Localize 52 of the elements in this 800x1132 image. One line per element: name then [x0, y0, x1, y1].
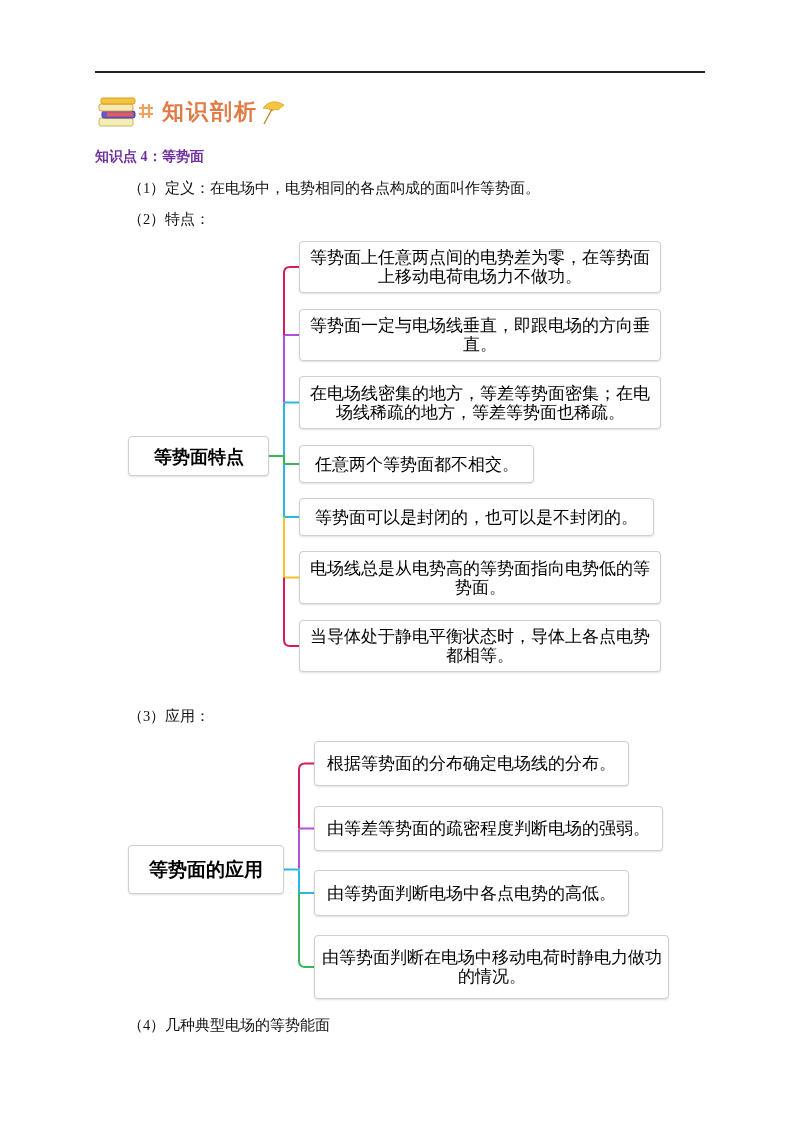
topic-text: 任意两个等势面都不相交。: [314, 454, 519, 474]
central-topic-text: 等势面的应用: [149, 860, 263, 879]
connector-line: [284, 463, 300, 465]
topic-text: 根据等势面的分布确定电场线的分布。: [327, 754, 616, 773]
connector-line: [298, 827, 300, 870]
topic-text: 在电场线密集的地方，等差等势面密集；在电场线稀疏的地方，等差等势面也稀疏。: [309, 383, 651, 422]
definition-text: （1）定义：在电场中，电势相同的各点构成的面叫作等势面。: [128, 179, 541, 197]
connector-line: [283, 868, 301, 871]
connector-line: [283, 456, 285, 465]
connector-line: [284, 576, 300, 579]
subheading-text: （4）几种典型电场的等势能面: [128, 1016, 331, 1034]
topic-box: [299, 241, 661, 293]
topic-box: [299, 376, 661, 429]
subheading-text: （3）应用：: [128, 707, 211, 725]
connector-line: [298, 892, 315, 968]
connector-line: [283, 516, 285, 579]
topic-text: 由等势面判断电场中各点电势的高低。: [327, 883, 616, 903]
section-title: 知识剖析: [162, 99, 258, 125]
connector-line: [283, 576, 300, 647]
connector-line: [283, 334, 285, 404]
connector-line: [284, 516, 300, 518]
connector-line: [284, 401, 300, 404]
connector-line: [299, 827, 315, 830]
connector-line: [283, 463, 285, 518]
topic-text: 等势面上任意两点间的电势差为零，在等势面上移动电荷电场力不做功。: [309, 248, 651, 286]
topic-text: 由等势面判断在电场中移动电荷时静电力做功的情况。: [321, 948, 662, 986]
topic-text: 由等差等势面的疏密程度判断电场的强弱。: [327, 819, 650, 838]
topic-text: 等势面一定与电场线垂直，即跟电场的方向垂直。: [309, 316, 651, 354]
connector-line: [298, 869, 300, 894]
topic-text: 等势面可以是封闭的，也可以是不封闭的。: [315, 507, 638, 527]
topic-text: 当导体处于静电平衡状态时，导体上各点电势都相等。: [309, 627, 651, 665]
central-topic-box: [128, 436, 269, 476]
topic-box: [299, 309, 661, 361]
topic-box: [314, 741, 629, 786]
topic-box: [299, 445, 534, 483]
connector-line: [283, 266, 300, 336]
central-topic-box: [128, 845, 284, 894]
topic-box: [314, 935, 669, 999]
topic-box: [314, 870, 629, 916]
connector-line: [298, 762, 315, 830]
topic-box: [299, 551, 661, 604]
connector-line: [283, 401, 285, 456]
central-topic-text: 等势面特点: [153, 446, 244, 466]
connector-line: [299, 892, 315, 894]
section-heading: 知识点 4：等势面: [95, 148, 204, 166]
subheading-text: （2）特点：: [128, 210, 211, 228]
topic-box: [299, 620, 661, 672]
connector-line: [268, 455, 286, 457]
connector-line: [284, 334, 300, 336]
topic-box: [299, 498, 654, 536]
topic-box: [314, 806, 663, 851]
topic-text: 电场线总是从电势高的等势面指向电势低的等势面。: [309, 558, 651, 597]
